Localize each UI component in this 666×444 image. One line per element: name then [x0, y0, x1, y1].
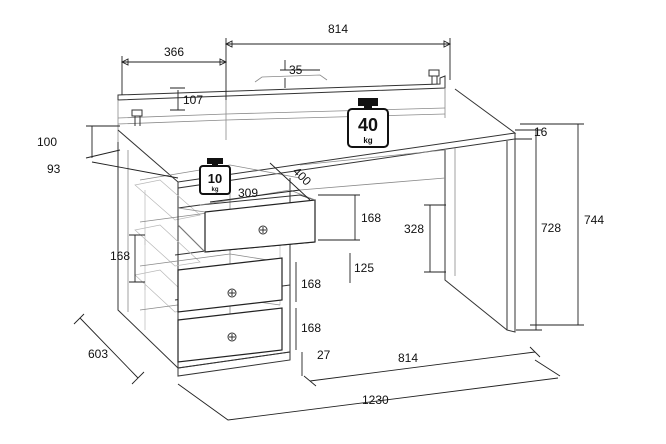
dimension-labels: 814 366 35 107 100 93 16 309 400 168 168… — [37, 22, 604, 407]
dim-drawer-h-mid: 168 — [301, 277, 321, 291]
dim-plinth: 27 — [317, 348, 331, 362]
dim-top-width: 814 — [328, 22, 348, 36]
drawer-load-weight-icon: 10 kg — [199, 158, 231, 195]
dim-drawer-h-right: 168 — [361, 211, 381, 225]
dim-drawer-h-bottom: 168 — [301, 321, 321, 335]
dim-base-width: 814 — [398, 351, 418, 365]
drawer-load-value: 10 — [208, 171, 222, 186]
dim-total-width: 1230 — [362, 393, 389, 407]
dim-height-total: 744 — [584, 213, 604, 227]
top-load-value: 40 — [358, 115, 378, 135]
dim-hutch-notch: 35 — [289, 63, 303, 77]
dim-shelf-h100: 100 — [37, 135, 57, 149]
dim-depth: 603 — [88, 347, 108, 361]
dim-leg-opening: 328 — [404, 222, 424, 236]
dim-shelf-d93: 93 — [47, 162, 61, 176]
dim-drawer-gap: 125 — [354, 261, 374, 275]
dim-shelf-width: 366 — [164, 45, 184, 59]
top-load-unit: kg — [363, 136, 372, 145]
dim-top-thickness: 16 — [534, 125, 548, 139]
dimension-lines — [73, 38, 584, 421]
dim-drawer-h-left: 168 — [110, 249, 130, 263]
drawer-load-unit: kg — [211, 187, 218, 193]
dim-height-desk: 728 — [541, 221, 561, 235]
top-load-weight-icon: 40 kg — [347, 98, 389, 148]
dim-drawer-width: 309 — [238, 186, 258, 200]
desk-outline — [117, 69, 517, 377]
dim-hutch-height: 107 — [183, 93, 203, 107]
